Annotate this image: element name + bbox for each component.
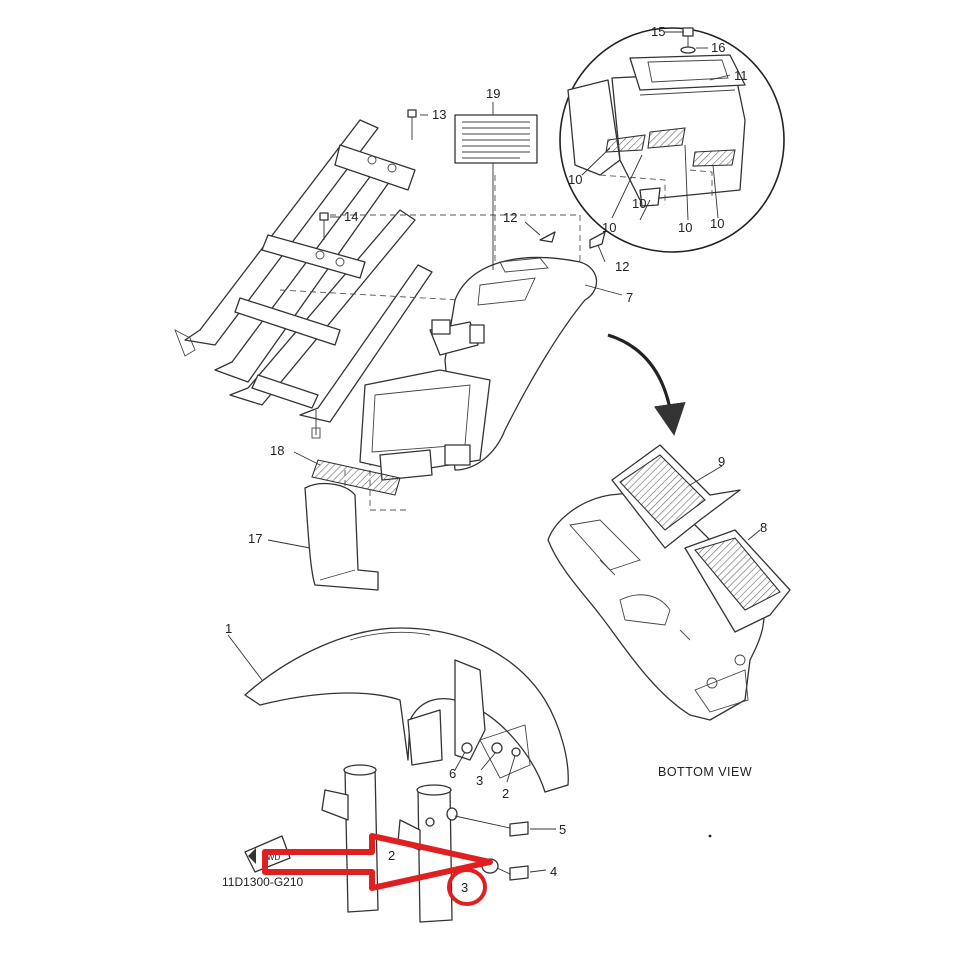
- callout-10-d: 10: [678, 220, 692, 235]
- bolt-13: [407, 109, 417, 140]
- callout-16: 16: [711, 40, 725, 55]
- callout-2-lower: 2: [388, 848, 395, 863]
- fork-legs: [321, 764, 453, 923]
- rear-fender-bottom-view: [547, 444, 791, 721]
- leader-lines: [227, 31, 761, 873]
- callout-10-a: 10: [568, 172, 582, 187]
- callout-17: 17: [248, 531, 262, 546]
- detail-inset: [559, 27, 785, 253]
- callout-4: 4: [550, 864, 557, 879]
- callout-12-right: 12: [615, 259, 629, 274]
- callout-7: 7: [626, 290, 633, 305]
- callout-numbers: 1 2 2 3 3 4 5 6 7 8 9 10 10 10 10 10 11 …: [225, 24, 767, 895]
- callout-3-highlighted: 3: [461, 880, 468, 895]
- drawing-code: 11D1300-G210: [222, 875, 303, 889]
- callout-19: 19: [486, 86, 500, 101]
- fasteners: [425, 742, 529, 881]
- callout-9: 9: [718, 454, 725, 469]
- callout-10-c: 10: [632, 196, 646, 211]
- pad-18: [311, 459, 401, 496]
- callout-12-left: 12: [503, 210, 517, 225]
- rear-fender-7: [359, 231, 606, 481]
- callout-3-upper: 3: [476, 773, 483, 788]
- highlight-arrow: [262, 833, 493, 891]
- warning-label-19: [454, 114, 538, 164]
- callout-2-upper: 2: [502, 786, 509, 801]
- highlight-circle: [447, 868, 487, 906]
- callout-11: 11: [734, 68, 748, 83]
- bolt-14: [319, 212, 329, 240]
- callout-15: 15: [651, 24, 665, 39]
- fwd-label: FWD: [262, 853, 280, 862]
- callout-18: 18: [270, 443, 284, 458]
- mud-flap-17: [304, 482, 379, 591]
- callout-8: 8: [760, 520, 767, 535]
- callout-1: 1: [225, 621, 232, 636]
- callout-5: 5: [559, 822, 566, 837]
- rear-frame: [174, 119, 433, 439]
- view-direction-arrow: [607, 333, 686, 436]
- callout-14: 14: [344, 209, 358, 224]
- callout-10-e: 10: [710, 216, 724, 231]
- stray-dot: [708, 834, 712, 838]
- front-fender-1: [244, 627, 569, 793]
- callout-13: 13: [432, 107, 446, 122]
- highlight-annotation: [262, 833, 493, 906]
- callout-6: 6: [449, 766, 456, 781]
- callout-10-b: 10: [602, 220, 616, 235]
- bottom-view-caption: BOTTOM VIEW: [658, 765, 752, 779]
